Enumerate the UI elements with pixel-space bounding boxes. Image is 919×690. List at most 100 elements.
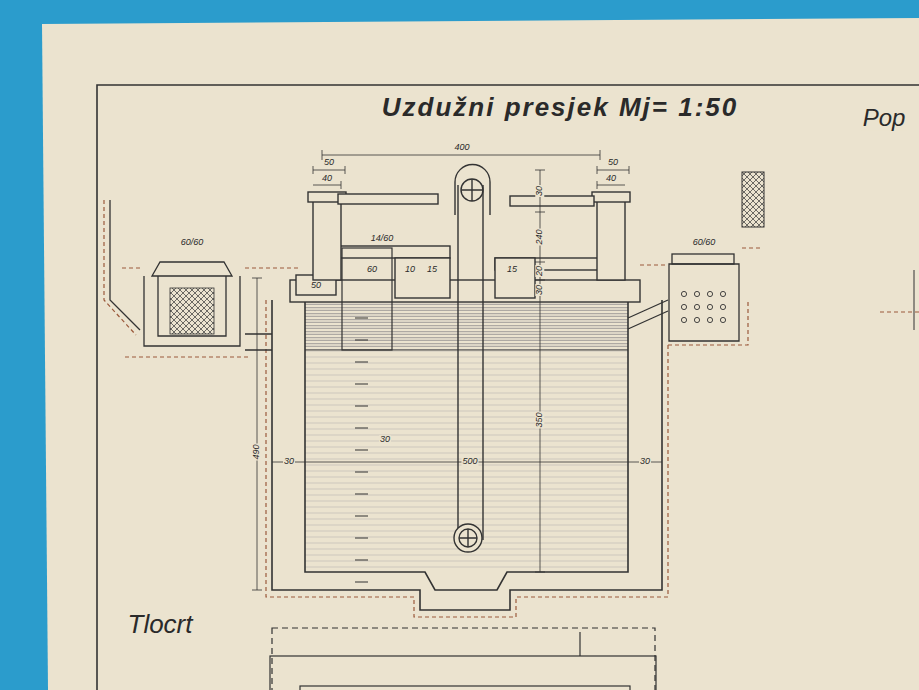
dimension: 50 [310, 281, 322, 290]
manhole-outline [664, 236, 744, 344]
chain-lift-part [455, 165, 490, 216]
tank-walls-part [305, 302, 628, 350]
stone-wall [742, 172, 764, 227]
manhole-wall [669, 264, 739, 341]
manhole-chamber: 60/60 [138, 236, 246, 348]
manhole-wall [144, 276, 240, 346]
manhole-outline [138, 236, 246, 348]
cover-slab-part [510, 196, 594, 206]
manhole-cap [672, 254, 734, 264]
drawing-title: Uzdužni presjek Mj= 1:50 [381, 94, 739, 121]
paper-part [97, 85, 919, 690]
section-edge [914, 270, 915, 330]
dimension-lines [252, 150, 662, 590]
dimension: 30 [535, 185, 544, 197]
chain-lift-part [482, 185, 483, 540]
drain-hole [720, 304, 725, 309]
drain-hole [681, 291, 686, 296]
soil-hatching-part [104, 200, 136, 335]
paper-part [42, 18, 919, 690]
dimension: 30 [283, 457, 295, 466]
tank-walls [272, 300, 662, 610]
dimension: 500 [461, 457, 478, 466]
dimension: 60 [366, 265, 378, 274]
drain-hole [720, 317, 725, 322]
dimension: 50 [323, 158, 335, 167]
view-title: Tlocrt [127, 611, 194, 638]
paper [42, 18, 919, 690]
plan-view-part [300, 686, 630, 690]
manhole-chamber: 60/60 [664, 236, 744, 344]
dimension: 40 [321, 174, 333, 183]
water-gauge [342, 248, 392, 582]
chain-lift [454, 165, 490, 553]
cover-slab-part [338, 194, 438, 204]
chain-lift-part [459, 529, 477, 547]
dimension: 350 [535, 411, 544, 428]
water-gauge-part [355, 318, 368, 582]
dimension: 20 [535, 265, 544, 277]
cover-slab-part [395, 258, 450, 298]
soil-hatching-part [266, 300, 668, 617]
plan-view-part [270, 656, 656, 690]
dimension: 30 [535, 284, 544, 296]
chamber-size: 60/60 [138, 236, 246, 248]
drain-hole [720, 291, 725, 296]
gauge-mark: 30 [379, 435, 391, 444]
dimension: 15 [506, 265, 518, 274]
soil-hatching-part [640, 248, 760, 265]
dimension: 14/60 [370, 234, 395, 243]
dimension-lines-part [535, 300, 545, 572]
dimension-lines-part [535, 170, 545, 300]
dimension: 10 [404, 265, 416, 274]
pipes-part [110, 200, 140, 330]
plan-view-part [272, 628, 655, 690]
drain-hole [694, 317, 699, 322]
drain-hole [694, 304, 699, 309]
tank-walls-part [305, 300, 628, 572]
drain-hole [694, 291, 699, 296]
dimension: 240 [535, 228, 544, 245]
manhole-cap [152, 262, 232, 276]
pipes-part [245, 334, 272, 350]
chamber-size: 60/60 [664, 236, 744, 248]
dimension: 30 [639, 457, 651, 466]
drain-hole [681, 317, 686, 322]
soil-hatching-part [880, 311, 919, 312]
dimension-lines-part [252, 278, 262, 590]
filter-stones [170, 288, 214, 334]
cover-slab-part [313, 200, 341, 280]
dimension: 40 [605, 174, 617, 183]
chain-lift-part [461, 179, 483, 201]
drain-hole [707, 291, 712, 296]
dimension: 50 [607, 158, 619, 167]
tank-walls-part [272, 300, 662, 610]
plan-view-part [579, 632, 580, 656]
chain-lift-part [454, 524, 482, 552]
pipes-part [628, 300, 668, 329]
pipes [110, 200, 668, 350]
drain-hole [707, 304, 712, 309]
chain-lift-part [459, 529, 477, 547]
cover-slab-part [592, 192, 630, 202]
dimension: 15 [426, 265, 438, 274]
manhole-walls [669, 254, 739, 341]
cover-slab-part [597, 200, 625, 280]
dimension: 400 [453, 143, 470, 152]
dimension: 490 [252, 443, 261, 460]
water-gauge-part [342, 248, 392, 350]
soil-hatching [104, 200, 919, 617]
soil-hatching-part [668, 300, 748, 345]
drain-hole [681, 304, 686, 309]
plan-view [270, 628, 656, 690]
soil-hatching-part [125, 356, 250, 357]
chain-lift-part [457, 185, 458, 540]
chain-lift-part [461, 179, 483, 201]
tank-walls-part [305, 300, 628, 590]
section-title: Pop [862, 105, 907, 130]
cover-slab-part [495, 258, 535, 298]
stone-wall-part [742, 172, 764, 227]
manhole-walls [144, 262, 240, 346]
